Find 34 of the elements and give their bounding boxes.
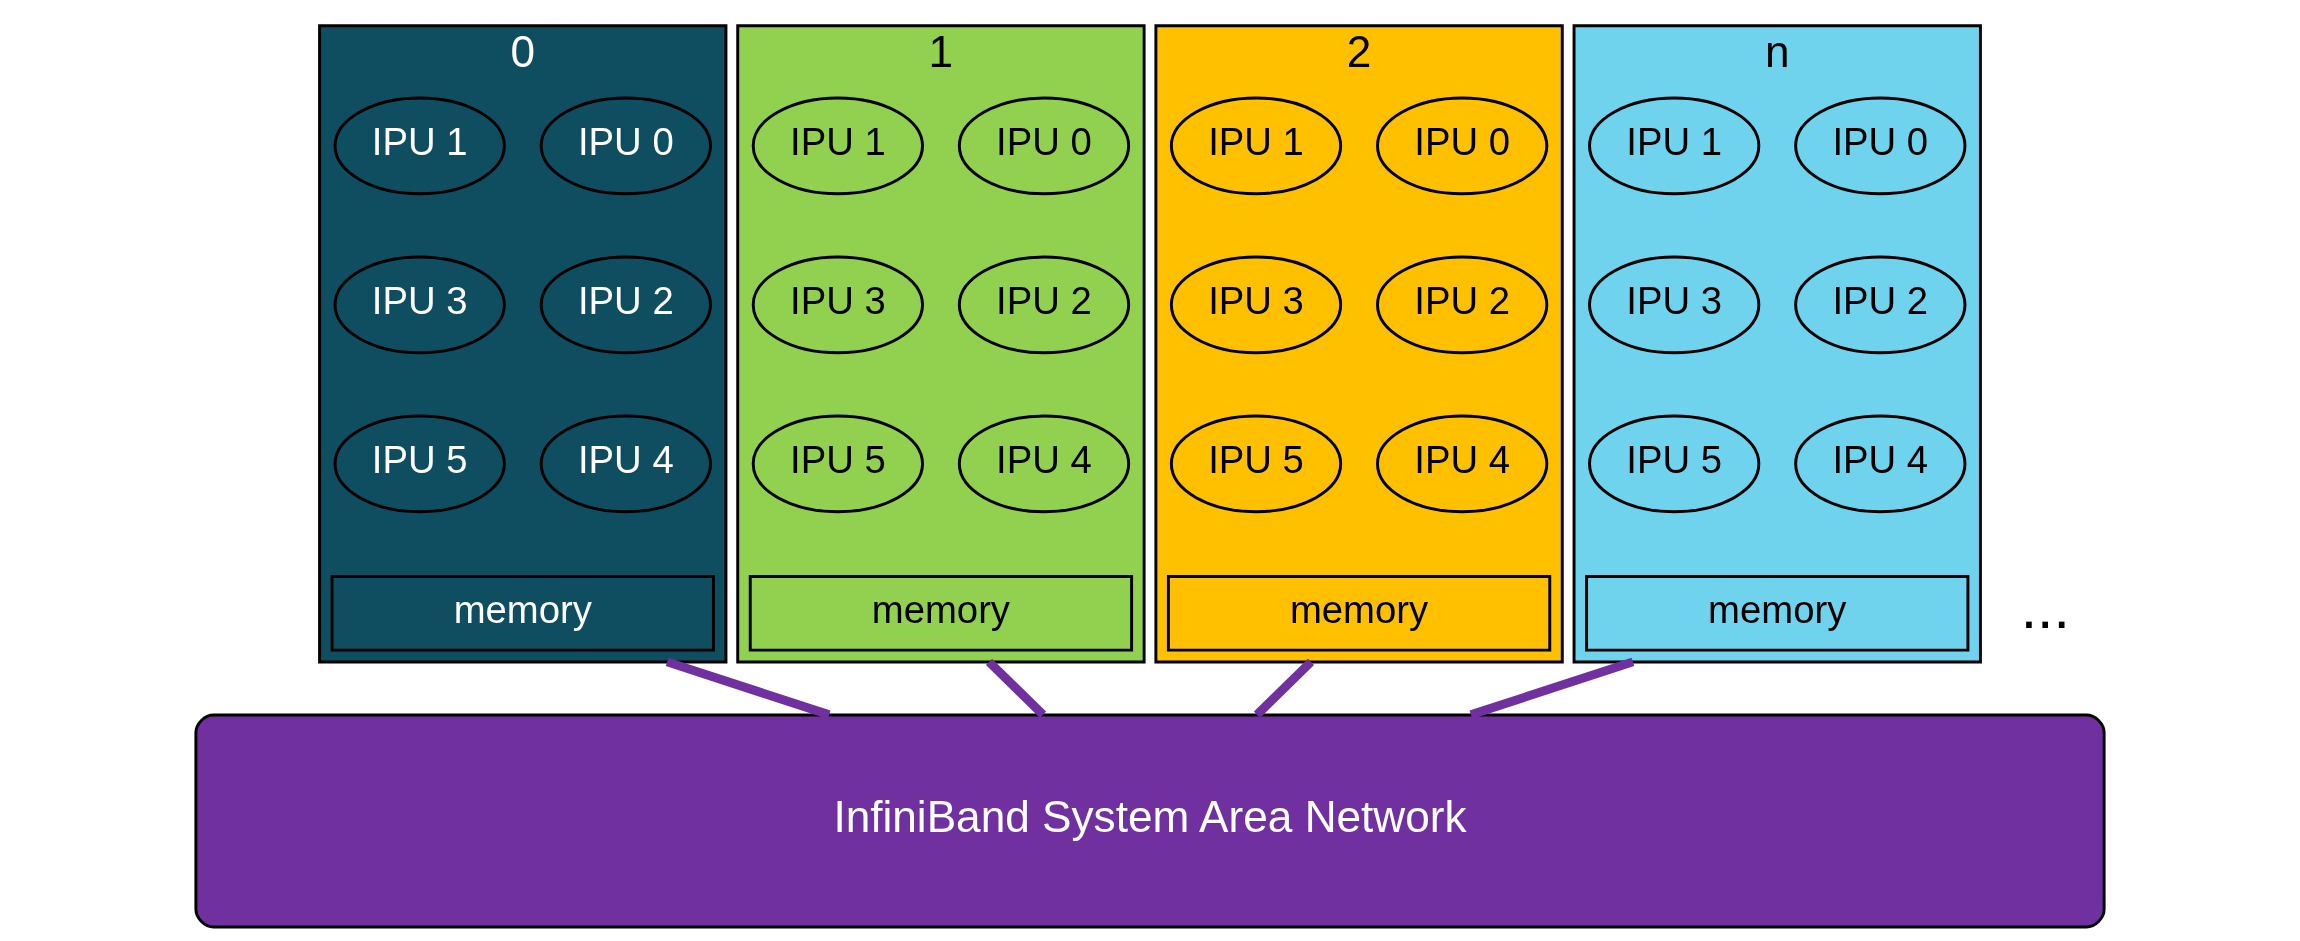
node-ellipse: IPU 4 <box>957 414 1131 514</box>
node-ellipse: IPU 1 <box>1169 96 1343 196</box>
connector <box>1469 657 1635 719</box>
node-ellipse: IPU 1 <box>1588 96 1761 196</box>
node-ellipse: IPU 2 <box>1794 255 1967 355</box>
node-box: InfiniBand System Area Network <box>194 713 2106 929</box>
node-ellipse: IPU 1 <box>751 96 924 196</box>
connector <box>985 658 1047 718</box>
node-ellipse: IPU 2 <box>1376 255 1549 355</box>
node-ellipse: IPU 5 <box>1169 414 1343 514</box>
node-ellipse: IPU 3 <box>1169 255 1343 355</box>
node-ellipse: IPU 0 <box>1376 96 1549 196</box>
node-ellipse: IPU 4 <box>1794 414 1967 514</box>
label: ... <box>2020 575 2070 641</box>
node-box: memory <box>748 575 1134 652</box>
node-ellipse: IPU 5 <box>751 414 924 514</box>
node-ellipse: IPU 4 <box>1376 414 1549 514</box>
node-ellipse: IPU 2 <box>957 255 1131 355</box>
node-ellipse: IPU 5 <box>1588 414 1761 514</box>
node-ellipse: IPU 3 <box>1588 255 1761 355</box>
node-box: memory <box>1585 575 1970 652</box>
node-ellipse: IPU 0 <box>1794 96 1967 196</box>
node-ellipse: IPU 3 <box>333 255 506 355</box>
node-box: memory <box>1166 575 1552 652</box>
node-ellipse: IPU 2 <box>539 255 712 355</box>
node-ellipse: IPU 5 <box>333 414 506 514</box>
node-ellipse: IPU 4 <box>539 414 712 514</box>
connector <box>1253 658 1315 718</box>
connector <box>665 657 831 719</box>
node-ellipse: IPU 3 <box>751 255 924 355</box>
node-ellipse: IPU 0 <box>957 96 1131 196</box>
node-ellipse: IPU 1 <box>333 96 506 196</box>
node-box: memory <box>330 575 715 652</box>
node-ellipse: IPU 0 <box>539 96 712 196</box>
